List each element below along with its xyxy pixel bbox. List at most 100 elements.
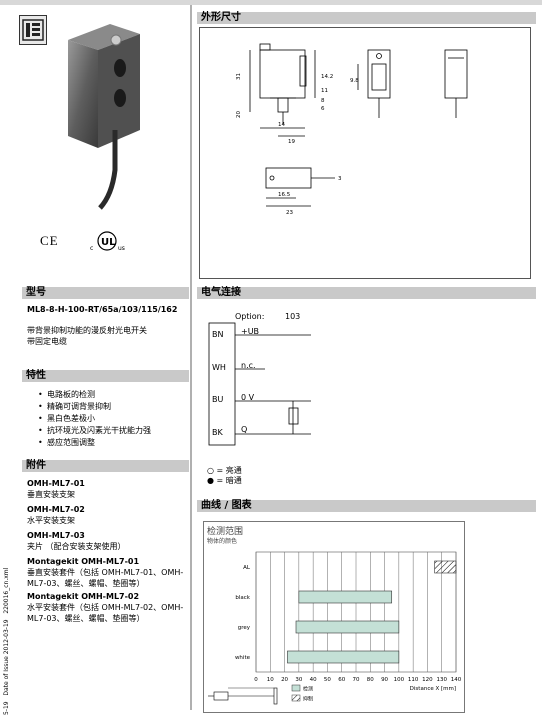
legend-text: = 暗通: [216, 476, 242, 485]
option-label: Option:: [235, 312, 264, 321]
feature-item: 黑白色差极小: [38, 413, 197, 425]
accessory-name: Montagekit OMH-ML7-02: [27, 592, 140, 601]
filled-circle-icon: ●: [207, 476, 214, 485]
feature-item: 电路板的检测: [38, 389, 197, 401]
hollow-circle-icon: ○: [207, 466, 214, 475]
legend-suppress-label: 抑制: [303, 696, 313, 703]
dim-label: 23: [286, 210, 293, 216]
top-bar: [0, 0, 542, 5]
svg-text:UL: UL: [101, 237, 116, 248]
accessory-name: Montagekit OMH-ML7-01: [27, 557, 140, 566]
x-tick-label: 90: [381, 677, 388, 683]
x-tick-label: 30: [295, 677, 302, 683]
feature-item: 感应范围调整: [38, 437, 197, 449]
features-header: 特性: [22, 370, 189, 382]
pin-signal: Q: [241, 425, 247, 434]
sensor-sketch: [213, 691, 229, 701]
brand-logo: [19, 15, 47, 45]
dim-label: 19: [288, 139, 295, 145]
curves-header: 曲线 / 图表: [197, 500, 536, 512]
page-number: 5-19: [3, 701, 10, 715]
feature-item: 精确可调背景抑制: [38, 401, 197, 413]
wiring-header: 电气连接: [197, 287, 536, 299]
accessory-name: OMH-ML7-02: [27, 505, 85, 514]
chart-subtitle: 物体的颜色: [207, 538, 238, 545]
accessory-desc: 垂直安装支架: [27, 490, 75, 499]
category-label: AL: [243, 565, 251, 571]
category-label: grey: [238, 625, 251, 631]
x-tick-label: 10: [267, 677, 274, 683]
pin-signal: 0 V: [241, 393, 255, 402]
dim-label: 11: [321, 88, 328, 94]
accessory-name: OMH-ML7-01: [27, 479, 85, 488]
accessory-desc: 垂直安装套件（包括 OMH-ML7-01、OMH-ML7-03、螺丝、螺帽、垫圈…: [27, 568, 184, 588]
product-image: [60, 20, 180, 210]
dimensions-header: 外形尺寸: [197, 12, 536, 24]
model-desc-1: 带背景抑制功能的漫反射光电开关: [27, 326, 147, 335]
wiring-diagram: Option: 103 BN WH BU BK +UB n.c. 0 V Q: [205, 305, 405, 465]
x-tick-label: 100: [394, 677, 405, 683]
legend-detect-swatch: [291, 684, 301, 692]
column-divider: [190, 5, 192, 710]
dim-label: 20: [236, 111, 242, 118]
legend-detect-label: 检测: [303, 686, 313, 693]
x-tick-label: 140: [451, 677, 462, 683]
x-tick-label: 110: [408, 677, 419, 683]
ul-mark-icon: UL c us: [88, 230, 128, 256]
model-number: ML8-8-H-100-RT/65a/103/115/162: [27, 305, 178, 314]
x-tick-label: 40: [310, 677, 317, 683]
x-tick-label: 0: [254, 677, 258, 683]
legend-suppress-swatch: [291, 694, 301, 702]
suppress-range-bar: [434, 560, 457, 574]
x-tick-label: 20: [281, 677, 288, 683]
legend-dark-on: ● = 暗通: [207, 476, 242, 486]
x-tick-label: 60: [338, 677, 345, 683]
option-value: 103: [285, 312, 300, 321]
accessory-desc: 水平安装支架: [27, 516, 75, 525]
detect-range-bar: [298, 590, 393, 604]
feature-item: 抗环境光及闪素光干扰能力强: [38, 425, 197, 437]
x-tick-label: 120: [422, 677, 433, 683]
dim-label: 14.2: [321, 74, 333, 80]
dim-label: 31: [236, 73, 242, 80]
dim-label: 9.8: [350, 78, 359, 84]
accessory-name: OMH-ML7-03: [27, 531, 85, 540]
legend-light-on: ○ = 亮通: [207, 466, 242, 476]
category-label: white: [235, 655, 251, 661]
features-list: 电路板的检测 精确可调背景抑制 黑白色差极小 抗环境光及闪素光干扰能力强 感应范…: [37, 389, 197, 449]
svg-text:us: us: [118, 245, 125, 252]
accessory-desc: 水平安装套件（包括 OMH-ML7-02、OMH-ML7-03、螺丝、螺帽、垫圈…: [27, 603, 184, 623]
ce-mark: CE: [40, 233, 59, 248]
x-tick-label: 130: [436, 677, 447, 683]
pin-code: BU: [212, 395, 223, 404]
doc-code: 220016_cn.xml: [3, 567, 10, 614]
x-tick-label: 80: [367, 677, 374, 683]
pin-signal: n.c.: [241, 361, 256, 370]
x-axis-label: Distance X [mm]: [410, 686, 456, 692]
x-tick-label: 70: [353, 677, 360, 683]
detect-range-bar: [287, 650, 400, 664]
accessories-list: OMH-ML7-01 垂直安装支架 OMH-ML7-02 水平安装支架 OMH-…: [27, 478, 187, 624]
dim-label: 8: [321, 98, 325, 104]
dim-label: 14: [278, 122, 285, 128]
pin-code: BN: [212, 330, 223, 339]
chart-title: 检测范围: [207, 527, 244, 537]
dim-label: 6: [321, 106, 325, 112]
legend-text: = 亮通: [216, 466, 242, 475]
dim-label: 16.5: [278, 192, 291, 198]
target-sketch: [273, 687, 278, 705]
dimensions-frame: 31 20 14.2 11 8 6 14 19 9.8 3 16.5 23: [199, 27, 531, 279]
model-header: 型号: [22, 287, 189, 299]
accessories-header: 附件: [22, 460, 189, 472]
x-tick-label: 50: [324, 677, 331, 683]
category-label: black: [235, 595, 250, 601]
pin-code: WH: [212, 363, 226, 372]
pin-code: BK: [212, 428, 223, 437]
model-desc-2: 带固定电缆: [27, 337, 67, 346]
pin-signal: +UB: [241, 327, 259, 336]
accessory-desc: 夹片 （配合安装支架使用）: [27, 542, 126, 551]
svg-text:c: c: [90, 245, 93, 252]
dim-label: 3: [338, 176, 342, 182]
